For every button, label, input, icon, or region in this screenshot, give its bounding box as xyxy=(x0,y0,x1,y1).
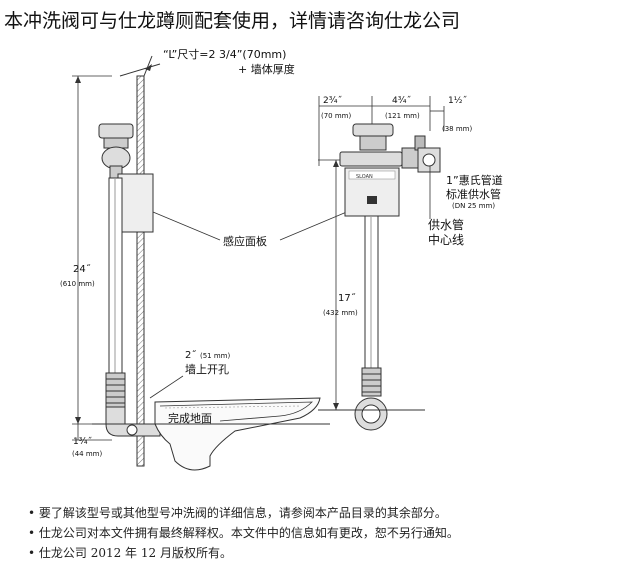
dimension-24 xyxy=(72,75,112,425)
note-item: • 仕龙公司对本文件拥有最终解释权。本文件中的信息如有更改，恕不另行通知。 xyxy=(28,526,459,540)
vacuum-breaker xyxy=(105,372,126,408)
dim-4-75-label: 4¾˝ xyxy=(392,95,411,106)
sensor-box xyxy=(344,167,400,217)
dim-24-mm: (610 mm) xyxy=(60,280,95,288)
flushometer-diagram: “L”尺寸=2 3/4”(70mm) + 墙体厚度 24˝ (610 xyxy=(60,47,503,471)
squat-toilet xyxy=(154,397,321,471)
note-item: • 仕龙公司 2012 年 12 月版权所有。 xyxy=(28,546,232,560)
dim-4-75-mm: (121 mm) xyxy=(385,112,420,120)
dim-1-75-mm: (44 mm) xyxy=(72,450,103,458)
flush-valve-front xyxy=(318,123,441,173)
l-dimension-wall-thickness: + 墙体厚度 xyxy=(238,62,295,76)
vacuum-breaker-front xyxy=(361,367,382,397)
dim-17-label: 17˝ xyxy=(338,292,356,304)
dim-2-75-label: 2¾˝ xyxy=(323,95,342,106)
supply-center-line2: 中心线 xyxy=(428,232,464,247)
page-title: 本冲洗阀可与仕龙蹲厕配套使用，详情请咨询仕龙公司 xyxy=(4,10,461,32)
supply-pipe-line1: 1”惠氏管道 xyxy=(446,173,503,187)
sensor-panel-label: 感应面板 xyxy=(223,234,267,248)
dim-17-mm: (432 mm) xyxy=(323,309,358,317)
dim-2-label: 2˝ xyxy=(185,349,196,361)
dimension-17 xyxy=(333,160,339,410)
notes-list: • 要了解该型号或其他型号冲洗阀的详细信息，请参阅本产品目录的其余部分。 • 仕… xyxy=(28,503,459,563)
top-dimensions xyxy=(318,96,445,166)
sensor-box-brand: SLOAN xyxy=(356,174,373,180)
dim-24-label: 24˝ xyxy=(73,263,91,275)
wall-opening-label: 墙上开孔 xyxy=(185,362,229,376)
sensor-panel-side xyxy=(117,173,154,233)
finished-floor-label: 完成地面 xyxy=(168,411,212,425)
supply-pipe-line2: 标准供水管 xyxy=(446,187,501,201)
dimension-1-75 xyxy=(72,424,112,441)
supply-pipe-line3: (DN 25 mm) xyxy=(452,202,495,210)
wall xyxy=(136,55,153,467)
dim-1-5-mm: (38 mm) xyxy=(442,125,473,133)
dim-2-75-mm: (70 mm) xyxy=(321,112,352,120)
spud-coupling-front xyxy=(354,397,388,431)
l-dimension-arrow xyxy=(119,63,161,77)
dim-2-mm: (51 mm) xyxy=(200,352,231,360)
note-item: • 要了解该型号或其他型号冲洗阀的详细信息，请参阅本产品目录的其余部分。 xyxy=(28,506,447,520)
dim-1-5-label: 1½˝ xyxy=(448,95,467,106)
l-dimension-label: “L”尺寸=2 3/4”(70mm) xyxy=(163,47,286,61)
dim-1-75-label: 1¾˝ xyxy=(73,436,92,447)
supply-center-line1: 供水管 xyxy=(428,217,464,232)
flush-valve-body xyxy=(98,123,134,179)
